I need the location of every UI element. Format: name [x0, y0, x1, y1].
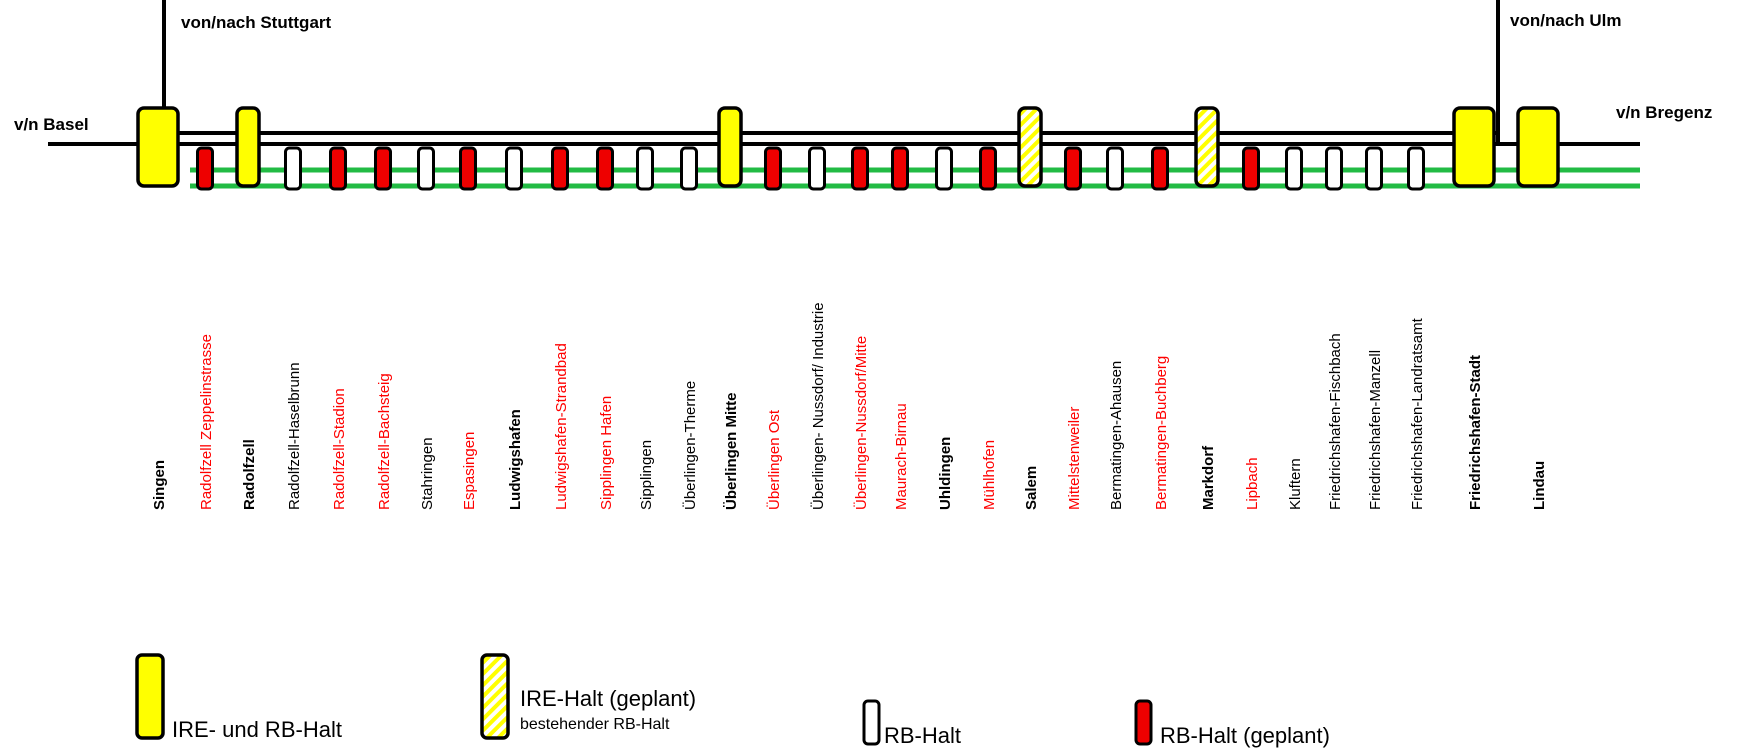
station-label-muehlhofen: Mühlhofen: [981, 440, 998, 510]
station-symbol-markdorf: [1194, 106, 1220, 188]
station-symbol-ludwigshafen-strandbad: [551, 146, 569, 191]
station-symbol-sipplingen: [636, 146, 654, 191]
legend-rb-planned-label: RB-Halt (geplant): [1160, 723, 1330, 748]
station-symbols: [136, 106, 1560, 191]
station-label-friedrichshafen-manzell: Friedrichshafen-Manzell: [1367, 350, 1384, 510]
station-label-friedrichshafen-fischbach: Friedrichshafen-Fischbach: [1327, 333, 1344, 510]
station-label-singen: Singen: [151, 460, 168, 510]
station-symbol-singen: [136, 106, 180, 188]
station-symbol-radolfzell-zeppelinstrasse: [196, 146, 214, 191]
label-basel: v/n Basel: [14, 115, 89, 134]
station-symbol-ueberlingen-mitte: [717, 106, 743, 188]
station-label-ludwigshafen: Ludwigshafen: [507, 409, 524, 510]
station-label-markdorf: Markdorf: [1200, 445, 1217, 510]
station-symbol-radolfzell: [235, 106, 261, 188]
legend-ire-planned-sub-label: bestehender RB-Halt: [520, 716, 670, 733]
station-symbol-muehlhofen: [979, 146, 997, 191]
station-label-ueberlingen-mitte: Überlingen Mitte: [723, 392, 740, 510]
station-symbol-ueberlingen-therme: [680, 146, 698, 191]
legend-ire-planned-label: IRE-Halt (geplant): [520, 686, 696, 711]
label-stuttgart: von/nach Stuttgart: [181, 13, 332, 32]
station-label-stahringen: Stahringen: [419, 437, 436, 510]
station-symbol-espasingen: [459, 146, 477, 191]
station-label-radolfzell-haselbrunn: Radolfzell-Haselbrunn: [286, 362, 303, 510]
label-ulm: von/nach Ulm: [1510, 11, 1621, 30]
station-symbol-maurach-birnau: [891, 146, 909, 191]
station-label-sipplingen-hafen: Sipplingen Hafen: [598, 396, 615, 510]
station-label-ludwigshafen-strandbad: Ludwigshafen-Strandbad: [553, 343, 570, 510]
station-symbol-friedrichshafen-stadt: [1452, 106, 1496, 188]
station-symbol-radolfzell-haselbrunn: [284, 146, 302, 191]
station-symbol-bermatingen-ahausen: [1106, 146, 1124, 191]
station-label-maurach-birnau: Maurach-Birnau: [893, 403, 910, 510]
legend-rb-symbol: [862, 699, 881, 746]
station-label-ueberlingen-ost: Überlingen Ost: [765, 409, 783, 510]
legend: IRE- und RB-Halt IRE-Halt (geplant) best…: [135, 653, 1330, 748]
station-symbol-lipbach: [1242, 146, 1260, 191]
station-label-radolfzell-stadion: Radolfzell-Stadion: [331, 388, 348, 510]
station-label-mittelstenweiler: Mittelstenweiler: [1066, 407, 1083, 510]
station-label-kluftern: Kluftern: [1287, 458, 1304, 510]
station-label-uhldingen: Uhldingen: [937, 437, 954, 510]
station-symbol-sipplingen-hafen: [596, 146, 614, 191]
station-label-bermatingen-ahausen: Bermatingen-Ahausen: [1108, 361, 1125, 510]
station-symbol-stahringen: [417, 146, 435, 191]
station-symbol-bermatingen-buchberg: [1151, 146, 1169, 191]
legend-ire-symbol: [135, 653, 165, 740]
station-label-salem: Salem: [1023, 466, 1040, 510]
station-label-lipbach: Lipbach: [1244, 457, 1261, 510]
station-label-friedrichshafen-stadt: Friedrichshafen-Stadt: [1467, 355, 1484, 510]
station-label-friedrichshafen-landratsamt: Friedrichshafen-Landratsamt: [1409, 317, 1426, 510]
station-symbol-ludwigshafen: [505, 146, 523, 191]
station-symbol-mittelstenweiler: [1064, 146, 1082, 191]
station-symbol-uhldingen: [935, 146, 953, 191]
legend-rb-planned-symbol: [1134, 699, 1153, 746]
station-symbol-radolfzell-bachsteig: [374, 146, 392, 191]
station-label-radolfzell: Radolfzell: [241, 439, 258, 510]
station-label-espasingen: Espasingen: [461, 432, 478, 510]
station-symbol-lindau: [1516, 106, 1560, 188]
station-label-ueberlingen-nussdorf-mitte: Überlingen-Nussdorf/Mitte: [852, 336, 870, 510]
station-label-ueberlingen-nussdorf-industrie: Überlingen- Nussdorf/ Industrie: [809, 302, 827, 510]
station-label-lindau: Lindau: [1531, 461, 1548, 510]
station-label-ueberlingen-therme: Überlingen-Therme: [681, 381, 699, 510]
legend-rb-label: RB-Halt: [884, 723, 961, 748]
legend-ire-planned-symbol: [480, 653, 510, 740]
station-symbol-ueberlingen-nussdorf-industrie: [808, 146, 826, 191]
station-symbol-friedrichshafen-landratsamt: [1407, 146, 1425, 191]
station-symbol-ueberlingen-ost: [764, 146, 782, 191]
station-symbol-ueberlingen-nussdorf-mitte: [851, 146, 869, 191]
legend-ire-label: IRE- und RB-Halt: [172, 717, 342, 742]
station-label-sipplingen: Sipplingen: [638, 440, 655, 510]
station-symbol-radolfzell-stadion: [329, 146, 347, 191]
station-label-bermatingen-buchberg: Bermatingen-Buchberg: [1153, 356, 1170, 510]
station-symbol-kluftern: [1285, 146, 1303, 191]
station-symbol-friedrichshafen-fischbach: [1325, 146, 1343, 191]
station-symbol-friedrichshafen-manzell: [1365, 146, 1383, 191]
station-symbol-salem: [1017, 106, 1043, 188]
label-bregenz: v/n Bregenz: [1616, 103, 1712, 122]
station-label-radolfzell-zeppelinstrasse: Radolfzell Zeppelinstrasse: [198, 334, 215, 510]
station-label-radolfzell-bachsteig: Radolfzell-Bachsteig: [376, 373, 393, 510]
